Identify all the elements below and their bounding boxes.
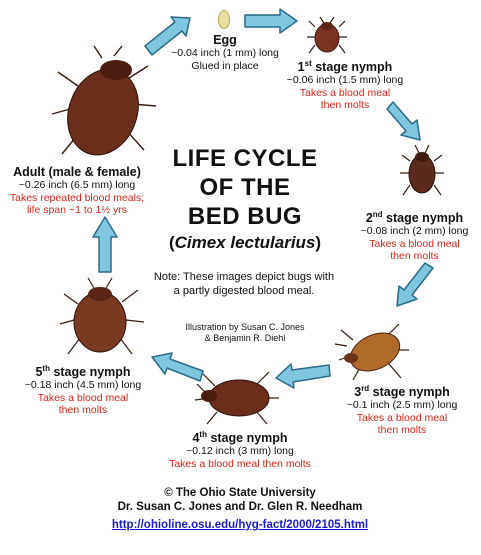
bug-nymph-5-image [59, 277, 145, 355]
stage-nymph-4: 4th stage nymph ~0.12 inch (3 mm) long T… [169, 430, 311, 470]
stage-nymph-3: 3rd stage nymph ~0.1 inch (2.5 mm) long … [346, 384, 458, 437]
arrow-3rd-to-4th [275, 363, 331, 389]
scientific-name: (Cimex lectularius) [168, 233, 322, 252]
bug-nymph-4-image [194, 371, 279, 425]
bug-adult-image [51, 45, 157, 156]
illustration-credit: Illustration by Susan C. Jones & Benjami… [185, 322, 305, 343]
authors-text: Dr. Susan C. Jones and Dr. Glen R. Needh… [117, 501, 363, 513]
footer: © The Ohio State University Dr. Susan C.… [40, 486, 440, 532]
source-link[interactable]: http://ohioline.osu.edu/hyg-fact/2000/21… [111, 519, 369, 531]
arrow-egg-to-1st [244, 8, 298, 34]
bug-nymph-2-image [400, 144, 444, 196]
stage-adult: Adult (male & female) ~0.26 inch (6.5 mm… [9, 165, 145, 216]
arrow-2nd-to-3rd [396, 262, 434, 307]
stage-nymph-1: 1st stage nymph ~0.06 inch (1.5 mm) long… [286, 59, 404, 112]
copyright-text: © The Ohio State University [164, 487, 316, 499]
stage-egg: Egg ~0.04 inch (1 mm) long Glued in plac… [171, 33, 279, 72]
bug-nymph-3-image [334, 323, 409, 381]
note-text: Note: These images depict bugs with a pa… [153, 271, 335, 297]
egg-image [218, 10, 230, 29]
arrow-5th-to-adult [92, 216, 118, 273]
title-line-1: LIFE CYCLE [172, 145, 318, 172]
title-line-3: BED BUG [187, 203, 303, 230]
title-line-2: OF THE [199, 174, 291, 201]
title-block: LIFE CYCLE OF THE BED BUG (Cimex lectula… [150, 144, 340, 255]
bug-nymph-1-image [307, 16, 347, 54]
stage-nymph-5: 5th stage nymph ~0.18 inch (4.5 mm) long… [24, 364, 142, 417]
stage-nymph-2: 2nd stage nymph ~0.08 inch (2 mm) long T… [360, 210, 469, 263]
